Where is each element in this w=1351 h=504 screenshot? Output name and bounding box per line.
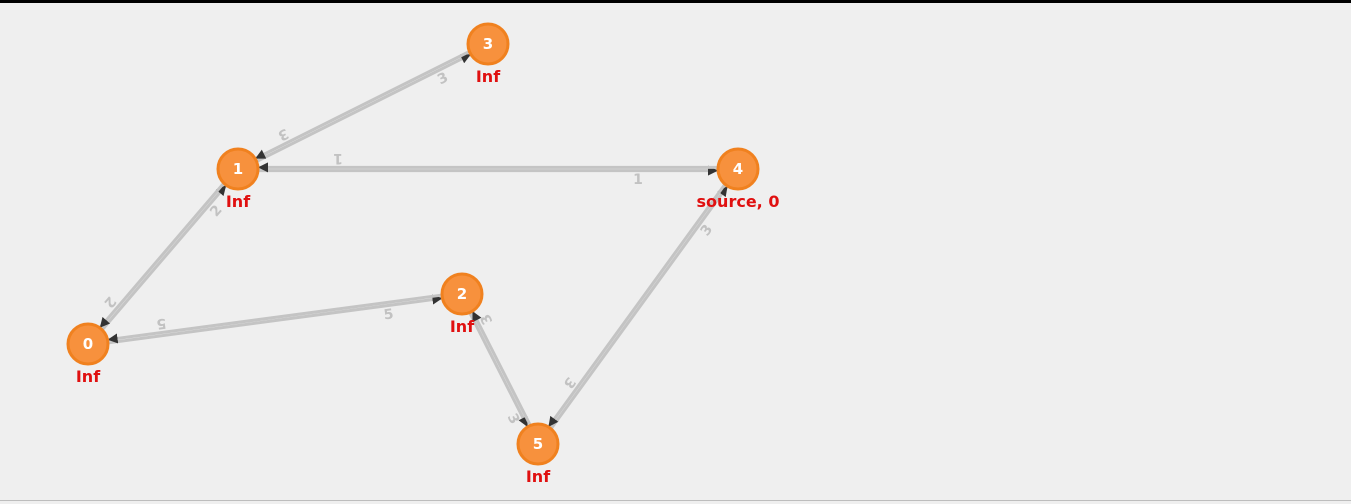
edge-0-1 (101, 185, 227, 331)
vertex-distance-label: Inf (476, 67, 501, 86)
edge-weight-0-2: 5 (383, 306, 395, 323)
edge-weight-1-0: 2 (100, 293, 118, 311)
vertex-circle (66, 322, 110, 366)
vertex-distance-label: Inf (76, 367, 101, 386)
edge-5-4 (549, 186, 729, 430)
vertex-circle (716, 147, 760, 191)
edge-weight-2-0: 5 (155, 315, 167, 332)
edge-weight-1-3: 3 (435, 70, 451, 89)
edge-3-1 (255, 50, 471, 160)
edge-weight-5-4: 3 (698, 222, 717, 239)
vertex-distance-label: Inf (526, 467, 551, 486)
vertex-id-label: 0 (83, 335, 93, 353)
edge-weight-1-4: 1 (633, 172, 643, 188)
vertex-id-label: 5 (533, 435, 543, 453)
vertex-4[interactable]: 4 source, 0 (697, 147, 780, 211)
vertex-distance-label: source, 0 (697, 192, 780, 211)
edge-weight-2-5: 3 (504, 411, 523, 427)
edge-0-2 (107, 294, 443, 345)
edge-weight-4-5: 3 (560, 374, 579, 391)
edge-2-5 (468, 311, 529, 427)
vertex-id-label: 4 (733, 160, 743, 178)
edge-1-3 (255, 53, 471, 163)
vertex-circle (440, 272, 484, 316)
edge-weight-5-2: 3 (478, 311, 497, 327)
vertex-circle (516, 422, 560, 466)
vertex-distance-label: Inf (450, 317, 475, 336)
edge-5-2 (471, 311, 532, 427)
edge-2-0 (107, 293, 443, 344)
vertex-id-label: 3 (483, 35, 493, 53)
edge-weight-4-1: 1 (333, 150, 343, 166)
edge-layer: 3 3 1 1 2 2 5 5 3 3 3 3 (99, 50, 729, 430)
vertex-id-label: 2 (457, 285, 467, 303)
vertex-distance-label: Inf (226, 192, 251, 211)
edge-1-0 (99, 182, 225, 328)
edge-4-5 (547, 183, 727, 427)
vertex-circle (466, 22, 510, 66)
edge-weight-0-1: 2 (207, 202, 225, 220)
vertex-id-label: 1 (233, 160, 243, 178)
vertex-circle (216, 147, 260, 191)
edge-weight-3-1: 3 (275, 125, 291, 144)
